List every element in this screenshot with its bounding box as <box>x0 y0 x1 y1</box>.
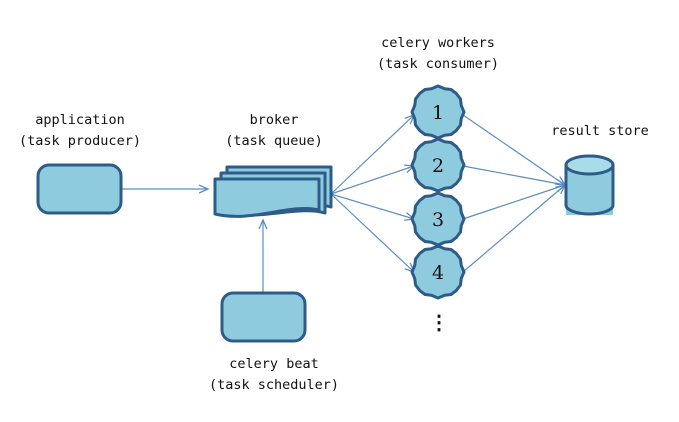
node-result-store[interactable] <box>564 154 615 216</box>
worker-2[interactable]: 2 <box>410 137 466 193</box>
worker-number: 2 <box>432 155 444 177</box>
celery-beat-box[interactable] <box>220 291 307 343</box>
edge-worker-1-result-store <box>462 114 567 186</box>
worker-3[interactable]: 3 <box>410 191 466 247</box>
worker-seal-shape[interactable] <box>410 244 466 300</box>
result-store-label: result store <box>551 123 649 139</box>
edge-broker-worker-1 <box>330 113 416 195</box>
workers-ellipsis-icon: ⋮ <box>429 310 449 334</box>
edge-broker-worker-4 <box>330 193 416 274</box>
edge-worker-4-result-store <box>462 183 567 273</box>
celery-beat-label-line1: celery beat <box>229 356 318 372</box>
worker-seal-shape[interactable] <box>410 137 466 193</box>
broker-label-line1: broker <box>250 112 299 128</box>
edge-broker-worker-3 <box>330 193 416 221</box>
node-celery-beat[interactable] <box>220 291 307 343</box>
edge-worker-3-result-store <box>462 183 567 220</box>
worker-number: 3 <box>432 209 444 231</box>
application-label-line1: application <box>35 112 124 128</box>
celery-beat-label-line2: (task scheduler) <box>209 377 339 393</box>
worker-nodes-group: 1 2 3 4 <box>410 84 466 300</box>
application-box[interactable] <box>36 163 123 215</box>
result-store-side-walls <box>564 165 615 216</box>
celery-workers-label-line2: (task consumer) <box>377 56 499 72</box>
worker-1[interactable]: 1 <box>410 84 466 140</box>
node-broker[interactable] <box>213 165 333 218</box>
edge-layer <box>121 113 567 292</box>
broker-label-line2: (task queue) <box>225 133 323 149</box>
node-application[interactable] <box>36 163 123 215</box>
application-label-line2: (task producer) <box>19 133 141 149</box>
edge-broker-worker-2 <box>330 164 416 195</box>
broker-sheet-front[interactable] <box>213 177 321 218</box>
result-store-top-ellipse <box>564 154 615 176</box>
worker-number: 1 <box>432 102 444 124</box>
edge-worker-2-result-store <box>462 165 567 188</box>
worker-4[interactable]: 4 <box>410 244 466 300</box>
celery-workers-label-line1: celery workers <box>381 35 495 51</box>
worker-number: 4 <box>432 262 444 284</box>
